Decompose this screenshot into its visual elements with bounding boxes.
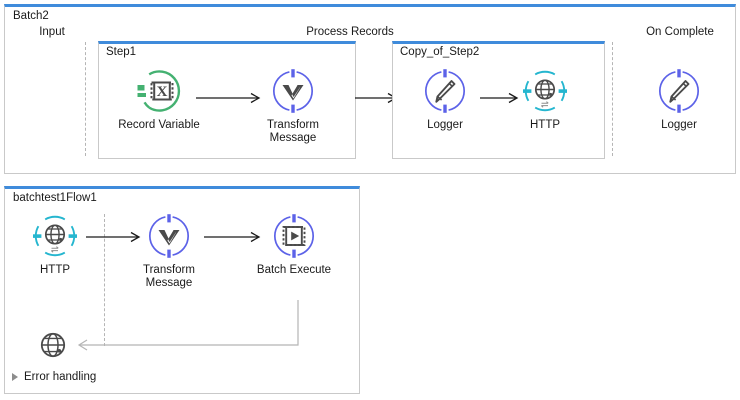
- error-source-globe-icon[interactable]: [38, 330, 68, 360]
- node-transform-message-flow-label: Transform Message: [143, 264, 195, 289]
- lane-label-input: Input: [39, 26, 65, 38]
- http-globe-icon: [521, 67, 569, 115]
- svg-text:X: X: [157, 84, 168, 100]
- node-record-variable-label: Record Variable: [118, 119, 200, 131]
- node-logger-on-complete[interactable]: Logger: [634, 67, 724, 132]
- lane-label-on-complete: On Complete: [646, 26, 714, 38]
- step-box-step1-title: Step1: [106, 46, 137, 58]
- error-handling-label: Error handling: [24, 371, 97, 383]
- node-batch-execute-label: Batch Execute: [256, 264, 332, 276]
- node-batch-execute[interactable]: Batch Execute: [249, 212, 339, 277]
- node-transform-message-step1[interactable]: Transform Message: [248, 67, 338, 145]
- node-logger-step2[interactable]: Logger: [400, 67, 490, 132]
- node-http-flow-label: HTTP: [39, 264, 71, 276]
- transform-message-icon: [269, 67, 317, 115]
- transform-message-icon: [145, 212, 193, 260]
- step-box-step1[interactable]: Step1: [98, 41, 356, 159]
- node-http-step2[interactable]: HTTP: [500, 67, 590, 132]
- flow-lane-separator: [104, 214, 105, 346]
- batch-panel-title: Batch2: [13, 10, 49, 22]
- node-transform-message-step1-label: Transform Message: [267, 119, 319, 144]
- logger-pencil-icon: [421, 67, 469, 115]
- record-variable-icon: X: [135, 67, 183, 115]
- step-box-copy-of-step2[interactable]: Copy_of_Step2: [392, 41, 605, 159]
- node-http-flow[interactable]: HTTP: [10, 212, 100, 277]
- node-logger-on-complete-label: Logger: [661, 119, 697, 131]
- node-transform-message-flow[interactable]: Transform Message: [124, 212, 214, 290]
- logger-pencil-icon: [655, 67, 703, 115]
- flow-panel-title: batchtest1Flow1: [13, 192, 97, 204]
- lane-separator-input: [85, 42, 86, 156]
- chevron-right-icon[interactable]: [12, 373, 18, 381]
- batch-execute-icon: [270, 212, 318, 260]
- node-http-step2-label: HTTP: [529, 119, 561, 131]
- error-handling-row[interactable]: Error handling: [12, 371, 96, 383]
- node-logger-step2-label: Logger: [427, 119, 463, 131]
- lane-label-process-records: Process Records: [306, 26, 394, 38]
- node-record-variable[interactable]: X Record Variable: [114, 67, 204, 132]
- lane-separator-on-complete: [612, 42, 613, 156]
- http-globe-icon: [31, 212, 79, 260]
- step-box-copy-of-step2-title: Copy_of_Step2: [400, 46, 480, 58]
